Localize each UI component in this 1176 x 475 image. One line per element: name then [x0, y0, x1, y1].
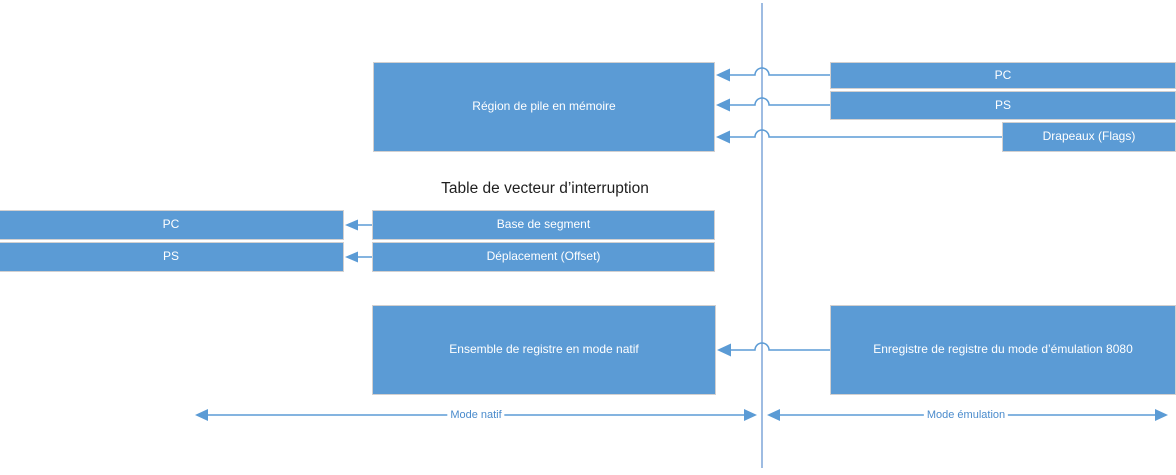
offset-box: Déplacement (Offset) — [372, 242, 715, 272]
arrow-emulation-to-native — [717, 342, 830, 357]
arrow-offset-to-ps — [345, 251, 372, 263]
pc-left-box: PC — [0, 210, 344, 240]
mode-natif-label: Mode natif — [447, 409, 505, 421]
emulation-registers-label: Enregistre de registre du mode d’émulati… — [873, 342, 1133, 357]
ps-right-box: PS — [830, 91, 1176, 120]
segment-base-box: Base de segment — [372, 210, 715, 240]
arrow-ps-to-stack — [716, 97, 830, 112]
native-registers-label: Ensemble de registre en mode natif — [449, 342, 639, 357]
ps-left-box: PS — [0, 242, 344, 272]
flags-box: Drapeaux (Flags) — [1002, 122, 1176, 152]
stack-region-label: Région de pile en mémoire — [472, 99, 616, 114]
emulation-registers-box: Enregistre de registre du mode d’émulati… — [830, 305, 1176, 395]
ps-left-label: PS — [162, 249, 179, 264]
pc-left-label: PC — [162, 217, 180, 232]
ps-right-label: PS — [994, 97, 1011, 112]
arrow-flags-to-stack — [716, 129, 1002, 144]
segment-base-label: Base de segment — [496, 217, 591, 232]
pc-right-label: PC — [994, 67, 1012, 82]
arrow-segment-to-pc — [345, 219, 372, 231]
interrupt-vector-table-title: Table de vecteur d’interruption — [441, 180, 649, 197]
mode-emulation-label: Mode émulation — [923, 409, 1009, 421]
native-registers-box: Ensemble de registre en mode natif — [372, 305, 716, 395]
stack-region-box: Région de pile en mémoire — [373, 62, 715, 152]
offset-label: Déplacement (Offset) — [486, 249, 601, 264]
pc-right-box: PC — [830, 62, 1176, 89]
arrow-pc-to-stack — [716, 67, 830, 82]
flags-label: Drapeaux (Flags) — [1042, 129, 1136, 144]
